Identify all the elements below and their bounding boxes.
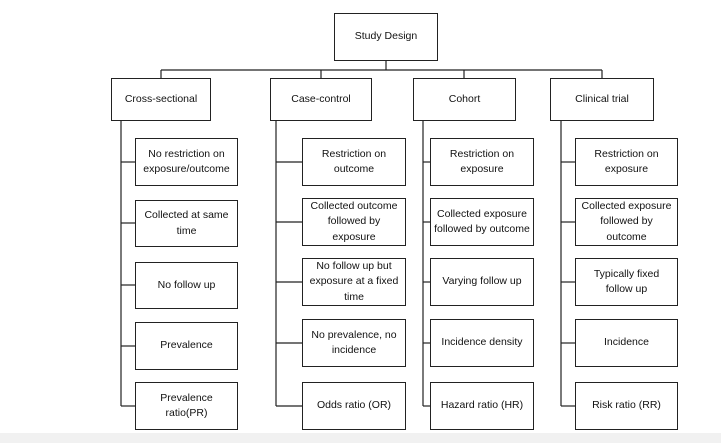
item-box: Varying follow up — [430, 258, 534, 306]
item-label: No prevalence, no incidence — [311, 328, 397, 356]
column-header-clinical-trial: Clinical trial — [550, 78, 654, 121]
column-header-label: Clinical trial — [575, 92, 629, 105]
bottom-border-strip — [0, 433, 721, 443]
item-label: Incidence density — [441, 336, 523, 349]
item-box: No follow up but exposure at a fixed tim… — [302, 258, 406, 306]
item-box: No prevalence, no incidence — [302, 319, 406, 367]
item-label: No follow up but exposure at a fixed tim… — [309, 260, 399, 303]
item-box: No follow up — [135, 262, 238, 309]
item-label: Restriction on exposure — [449, 147, 515, 175]
item-label: Incidence — [604, 336, 649, 349]
item-label: Odds ratio (OR) — [316, 399, 392, 412]
item-label: Collected at same time — [144, 209, 229, 237]
item-box: Collected exposure followed by outcome — [430, 198, 534, 246]
item-box: Restriction on exposure — [430, 138, 534, 186]
item-label: Collected exposure followed by outcome — [434, 207, 530, 235]
item-box: Collected exposure followed by outcome — [575, 198, 678, 246]
root-label: Study Design — [354, 30, 418, 43]
item-label: Collected outcome followed by exposure — [310, 200, 398, 243]
item-box: Collected outcome followed by exposure — [302, 198, 406, 246]
item-label: Varying follow up — [442, 275, 522, 288]
item-box: Odds ratio (OR) — [302, 382, 406, 430]
item-box: Collected at same time — [135, 200, 238, 247]
item-box: Risk ratio (RR) — [575, 382, 678, 430]
column-header-case-control: Case-control — [270, 78, 372, 121]
item-box: Restriction on exposure — [575, 138, 678, 186]
item-label: Restriction on outcome — [321, 147, 387, 175]
item-box: Hazard ratio (HR) — [430, 382, 534, 430]
item-label: Risk ratio (RR) — [592, 399, 661, 412]
column-header-label: Case-control — [291, 92, 351, 105]
item-label: No follow up — [157, 278, 216, 291]
column-header-cross-sectional: Cross-sectional — [111, 78, 211, 121]
item-box: Incidence — [575, 319, 678, 367]
root-node: Study Design — [334, 13, 438, 61]
item-box: Incidence density — [430, 319, 534, 367]
item-label: No restriction on exposure/outcome — [143, 147, 230, 175]
column-header-label: Cross-sectional — [124, 92, 198, 105]
column-header-cohort: Cohort — [413, 78, 516, 121]
column-header-label: Cohort — [448, 92, 481, 105]
item-box: Restriction on outcome — [302, 138, 406, 186]
item-label: Prevalence ratio(PR) — [160, 391, 213, 419]
item-box: Prevalence ratio(PR) — [135, 382, 238, 430]
item-box: Typically fixed follow up — [575, 258, 678, 306]
item-label: Typically fixed follow up — [593, 267, 660, 295]
item-label: Collected exposure followed by outcome — [581, 200, 672, 243]
item-label: Prevalence — [160, 339, 213, 352]
item-box: Prevalence — [135, 322, 238, 370]
item-box: No restriction on exposure/outcome — [135, 138, 238, 186]
item-label: Hazard ratio (HR) — [440, 399, 524, 412]
item-label: Restriction on exposure — [594, 147, 659, 175]
